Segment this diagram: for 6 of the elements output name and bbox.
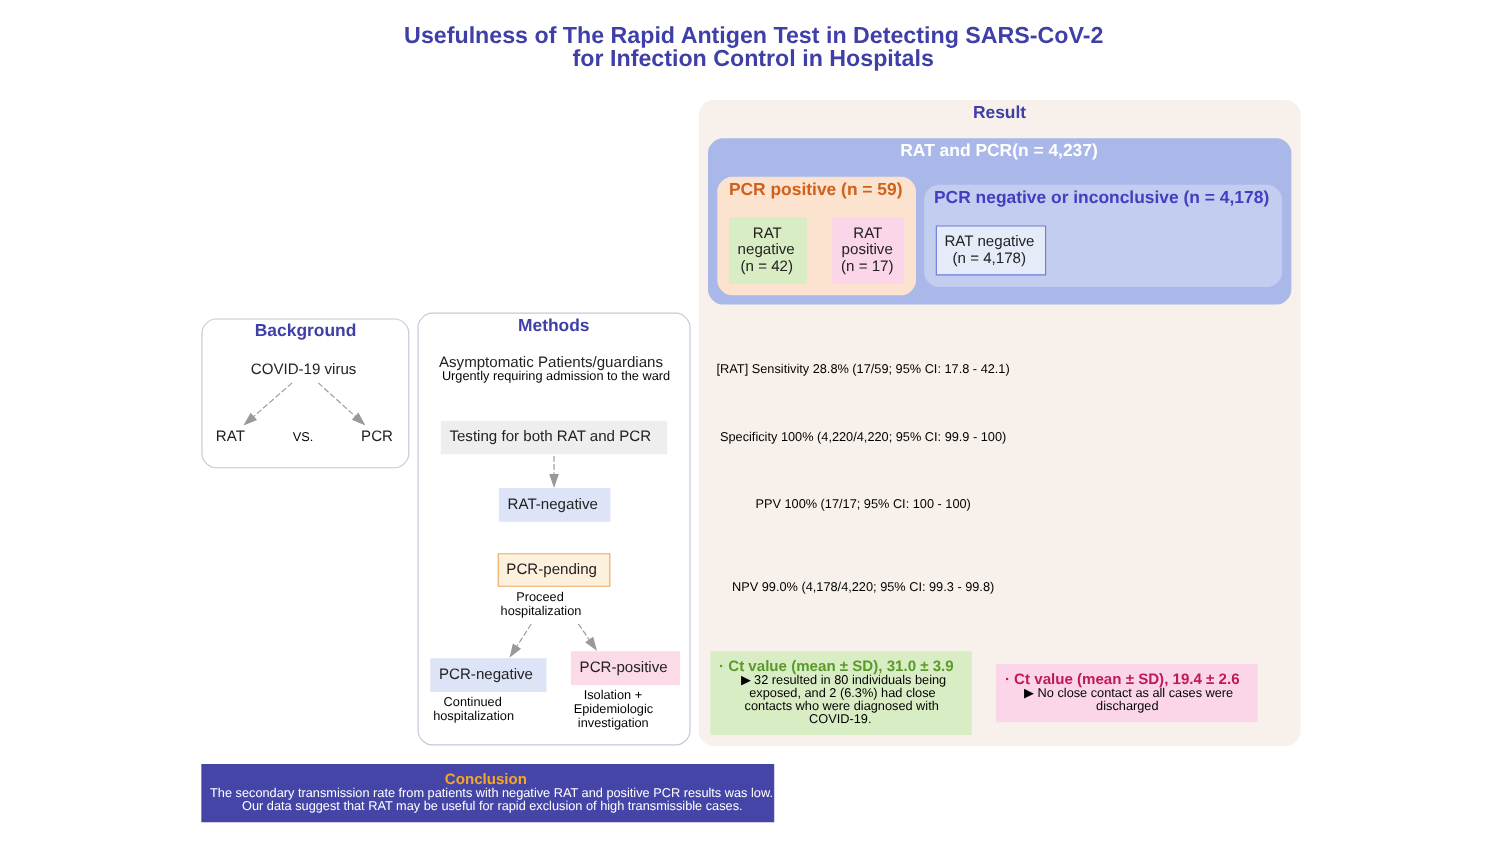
arrow <box>242 382 292 426</box>
diagram-title: Usefulness of The Rapid Antigen Test in Detecting SARS-CoV-2 for Infection Control in Hospitals <box>403 22 1103 73</box>
arrow <box>508 623 531 658</box>
arrow <box>316 382 365 426</box>
arrow <box>548 455 558 489</box>
arrow <box>576 623 597 652</box>
